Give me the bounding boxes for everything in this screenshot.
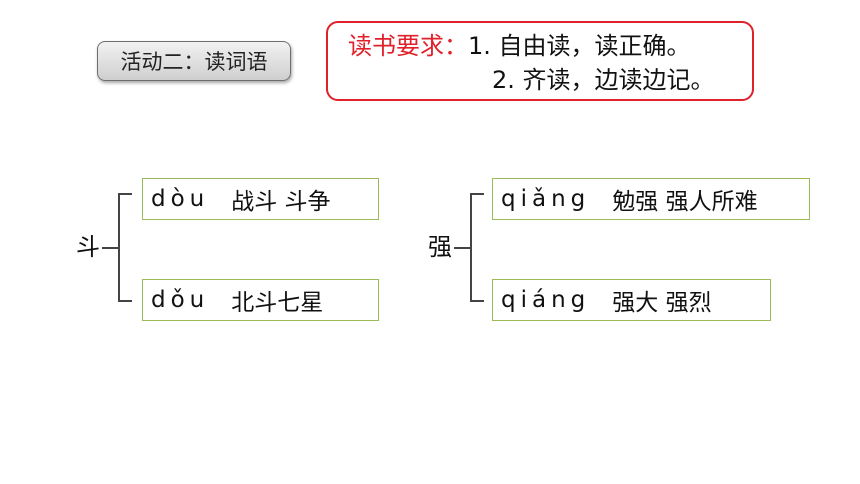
reading-requirements-box: 读书要求：1. 自由读，读正确。 2. 齐读，边读边记。 [326,21,754,101]
word-box-qiang3: qiǎng 勉强 强人所难 [492,178,810,220]
requirement-item-2: 2. 齐读，边读边记。 [492,66,715,94]
pinyin: qiáng [501,287,591,313]
bracket-vertical [118,193,120,301]
bracket-top-arm [470,193,484,195]
pinyin: dǒu [151,287,210,313]
word-box-qiang2: qiáng 强大 强烈 [492,279,771,321]
bracket-stem [102,247,119,249]
word-box-dou4: dòu 战斗 斗争 [142,178,379,220]
words: 强大 强烈 [612,290,712,316]
bracket-stem [454,247,471,249]
words: 勉强 强人所难 [612,189,758,215]
pinyin: qiǎng [501,186,591,212]
character-dou: 斗 [76,233,100,261]
requirement-item-1: 1. 自由读，读正确。 [468,32,691,60]
words: 北斗七星 [231,290,324,316]
words: 战斗 斗争 [231,189,331,215]
requirement-line-2: 2. 齐读，边读边记。 [492,65,715,95]
word-box-dou3: dǒu 北斗七星 [142,279,379,321]
pinyin: dòu [151,186,210,212]
activity-title-button[interactable]: 活动二：读词语 [97,41,291,81]
bracket-top-arm [118,193,132,195]
character-qiang: 强 [428,233,452,261]
requirement-line-1: 读书要求：1. 自由读，读正确。 [348,31,691,61]
requirements-label: 读书要求： [348,32,468,60]
bracket-bottom-arm [470,300,484,302]
bracket-bottom-arm [118,300,132,302]
bracket-vertical [470,193,472,301]
